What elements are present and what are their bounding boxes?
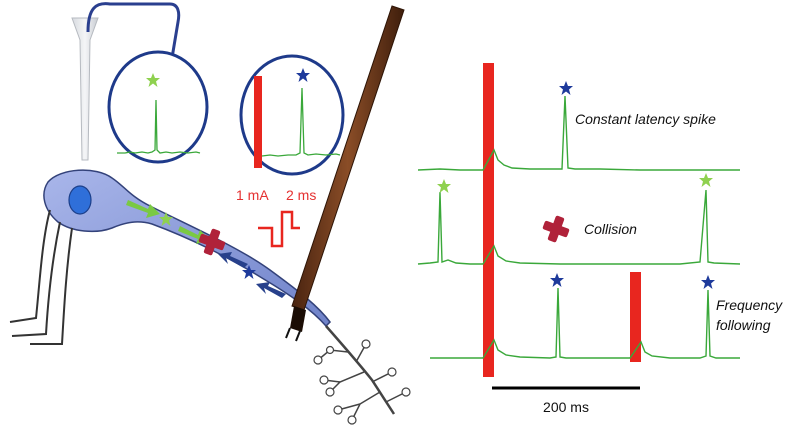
trace-frequency-following [430,287,740,359]
neuron-soma [43,169,331,328]
blue-arrow-icon [256,282,286,298]
stimulus-artifact-second [630,272,641,362]
recording-traces-panel: Constant latency spike Collision Frequen… [417,63,783,415]
stimulus-artifact [483,63,494,377]
blue-star-icon [701,275,715,289]
inset-antidromic-spike [239,54,345,176]
blue-star-icon [296,68,310,82]
recording-wire [86,2,181,59]
stimulus-duration-label: 2 ms [286,187,316,203]
dendrite [11,221,61,337]
green-star-icon [159,212,173,226]
label-constant-latency: Constant latency spike [575,111,716,127]
green-star-icon [699,173,713,187]
schematic-panel: 1 mA 2 ms [9,2,411,425]
blue-star-icon [559,81,573,95]
red-x-icon [198,228,226,256]
red-x-icon [542,215,570,243]
neuron [9,169,411,425]
inset-spontaneous-spike [107,50,209,164]
stimulus-current-label: 1 mA [236,187,269,203]
neuron-nucleus [68,185,92,215]
axon [325,325,396,415]
green-star-icon [146,73,160,87]
label-frequency: Frequency [716,297,783,313]
antidromic-arrows [218,252,286,298]
axon-terminals [317,343,407,421]
recording-pipette [71,17,99,161]
stimulating-electrode [285,5,405,342]
inset-stimulus-artifact [254,76,262,168]
trace-constant-latency [417,95,740,171]
dendrite [9,209,51,323]
dendrite [30,227,73,345]
label-collision: Collision [584,221,637,237]
inset-trace-2 [261,87,341,157]
green-star-icon [437,179,451,193]
label-following: following [716,317,771,333]
blue-arrow-icon [218,252,248,268]
green-arrow-icon [126,200,160,218]
blue-star-icon [550,273,564,287]
blue-star-icon [242,265,256,279]
biphasic-pulse-icon [258,210,300,248]
terminal-boutons [313,339,411,425]
trace-collision [417,189,741,265]
inset-trace-1 [117,99,201,154]
scale-bar-label: 200 ms [543,399,589,415]
